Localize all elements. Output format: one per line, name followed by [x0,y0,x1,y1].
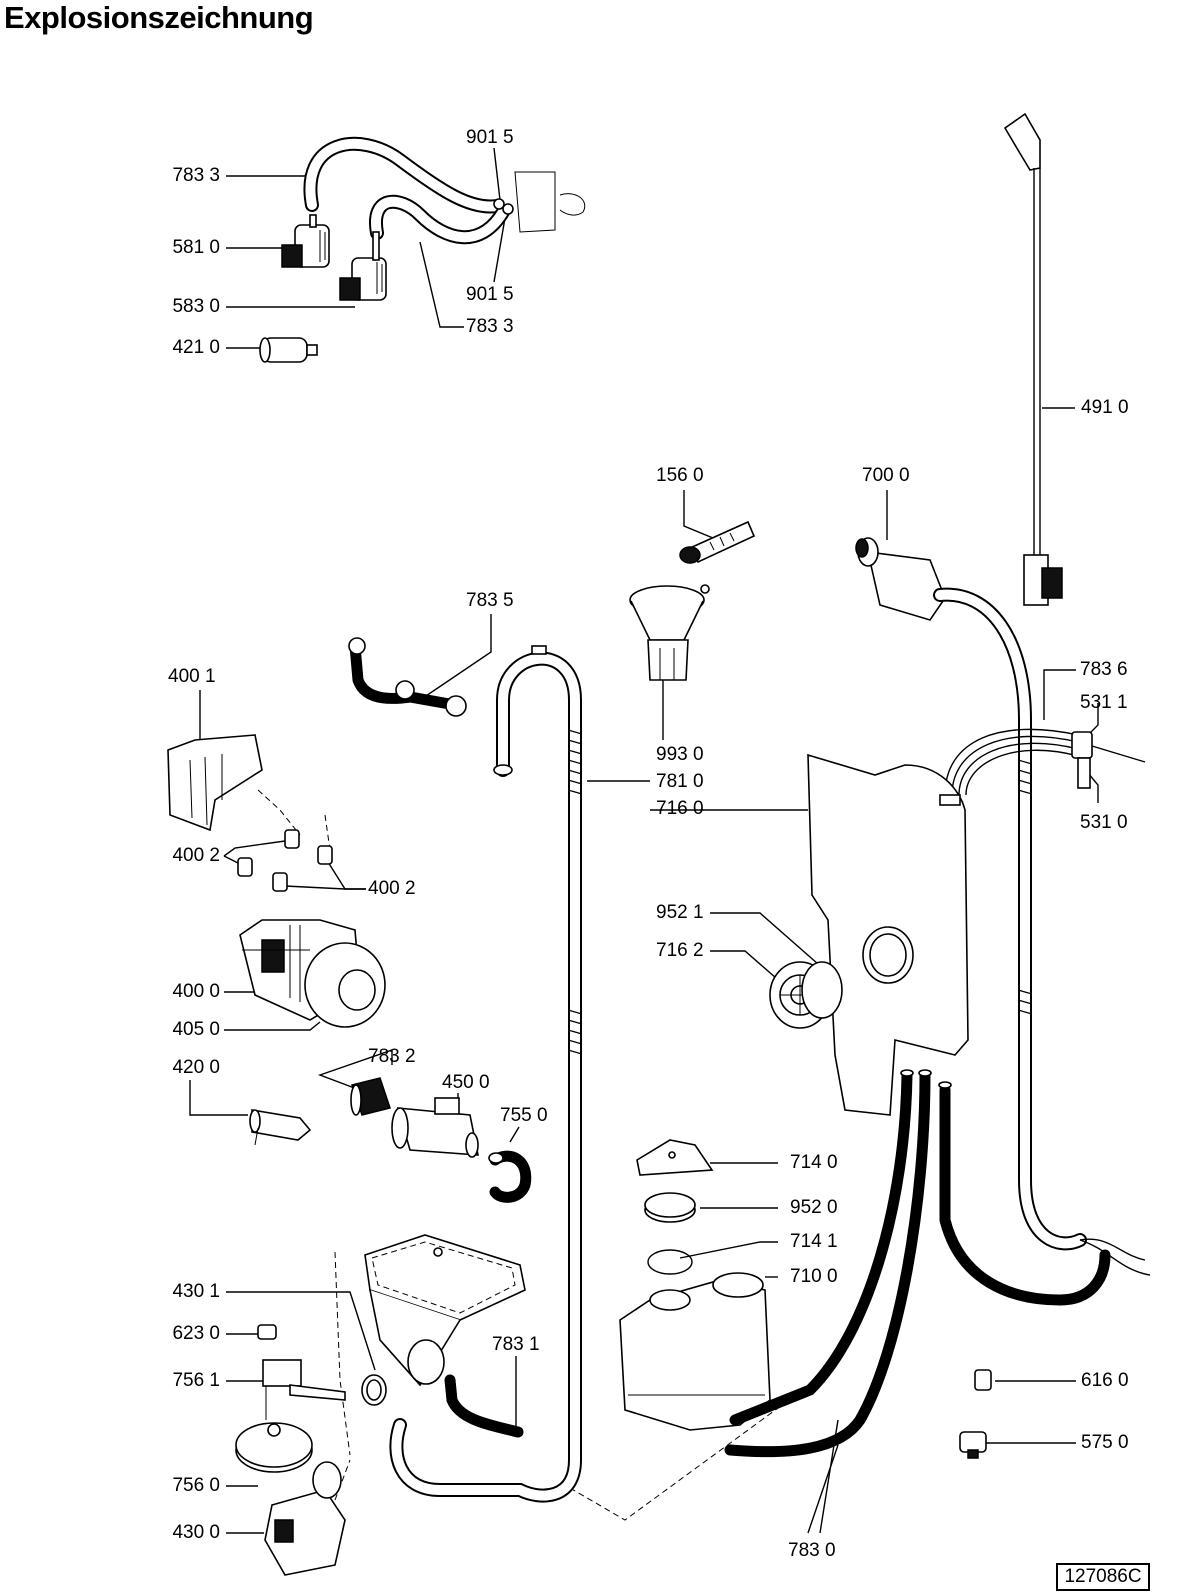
distribution-panel-716 [807,753,969,1116]
page-title: Explosionszeichnung [4,0,314,35]
label-952-1: 952 1 [656,902,704,923]
sleeve-783-2 [350,1077,391,1116]
label-716-0: 716 0 [656,798,704,819]
label-531-0: 531 0 [1080,812,1128,833]
label-420-0: 420 0 [172,1057,220,1078]
hose-755 [488,1150,532,1203]
motor-400-0 [239,919,386,1028]
label-575-0: 575 0 [1081,1432,1129,1453]
bracket-400-1 [167,734,263,832]
sump [364,1234,526,1387]
label-400-0: 400 0 [172,981,220,1002]
label-430-0: 430 0 [172,1522,220,1543]
ring-952-0 [644,1192,696,1223]
hose-clamps [493,171,586,233]
label-710-0: 710 0 [790,1266,838,1287]
pressure-hoses [303,136,510,245]
label-783-5: 783 5 [466,590,514,611]
label-714-1: 714 1 [790,1231,838,1252]
label-400-2-right: 400 2 [368,878,416,899]
ring-714-1 [647,1249,693,1275]
drawing-code-box: 127086C [1056,1563,1150,1591]
label-156-0: 156 0 [656,465,704,486]
drain-hose-ribs [567,729,583,1055]
label-901-5-upper: 901 5 [466,127,514,148]
part-616 [974,1369,992,1391]
tubes-783-6 [944,728,1079,796]
hose-783-5 [348,637,467,717]
heater-450 [391,1097,479,1158]
label-450-0: 450 0 [442,1072,490,1093]
label-783-3-lower: 783 3 [466,316,514,337]
label-491-0: 491 0 [1081,397,1129,418]
part-756-0 [235,1422,313,1473]
label-405-0: 405 0 [172,1019,220,1040]
hose-783-1 [444,1374,524,1438]
part-575 [959,1431,987,1459]
label-783-6: 783 6 [1080,659,1128,680]
label-716-2: 716 2 [656,940,704,961]
part-756-1 [262,1359,346,1420]
label-756-0: 756 0 [172,1475,220,1496]
cap-714-0 [636,1139,714,1176]
label-783-1: 783 1 [492,1334,540,1355]
label-583-0: 583 0 [172,296,220,317]
inlet-hose [933,587,1151,1306]
label-616-0: 616 0 [1081,1370,1129,1391]
capacitor-420 [249,1109,312,1146]
label-952-0: 952 0 [790,1197,838,1218]
label-781-0: 781 0 [656,771,704,792]
part-623 [257,1324,277,1340]
clips-400-2 [237,829,333,892]
capacitor-421 [259,337,318,363]
filter-716-2 [769,961,843,1029]
drain-pump-430 [264,1461,346,1576]
part-430-1 [361,1374,387,1406]
label-783-2: 783 2 [368,1046,416,1067]
pressure-switch-583 [339,231,387,301]
pressure-switch-581 [281,214,330,268]
label-400-2-left: 400 2 [172,845,220,866]
label-755-0: 755 0 [500,1105,548,1126]
hoses-783-0 [724,1069,952,1458]
label-993-0: 993 0 [656,744,704,765]
label-783-3-upper: 783 3 [172,165,220,186]
part-156 [679,520,756,564]
label-714-0: 714 0 [790,1152,838,1173]
drain-hose-781 [389,645,583,1503]
label-901-5-lower: 901 5 [466,284,514,305]
tank-710 [619,1272,771,1431]
label-400-1: 400 1 [168,666,216,687]
inlet-valve-700 [855,537,946,621]
label-756-1: 756 1 [172,1370,220,1391]
label-581-0: 581 0 [172,237,220,258]
funnel-993 [629,584,710,681]
label-531-1: 531 1 [1080,692,1128,713]
assembly-dash-lines [257,789,801,1521]
label-430-1: 430 1 [172,1281,220,1302]
label-421-0: 421 0 [172,337,220,358]
label-700-0: 700 0 [862,465,910,486]
power-cord-491 [1003,112,1063,606]
label-623-0: 623 0 [172,1323,220,1344]
connector-531 [1071,731,1146,789]
label-783-0: 783 0 [788,1540,836,1561]
